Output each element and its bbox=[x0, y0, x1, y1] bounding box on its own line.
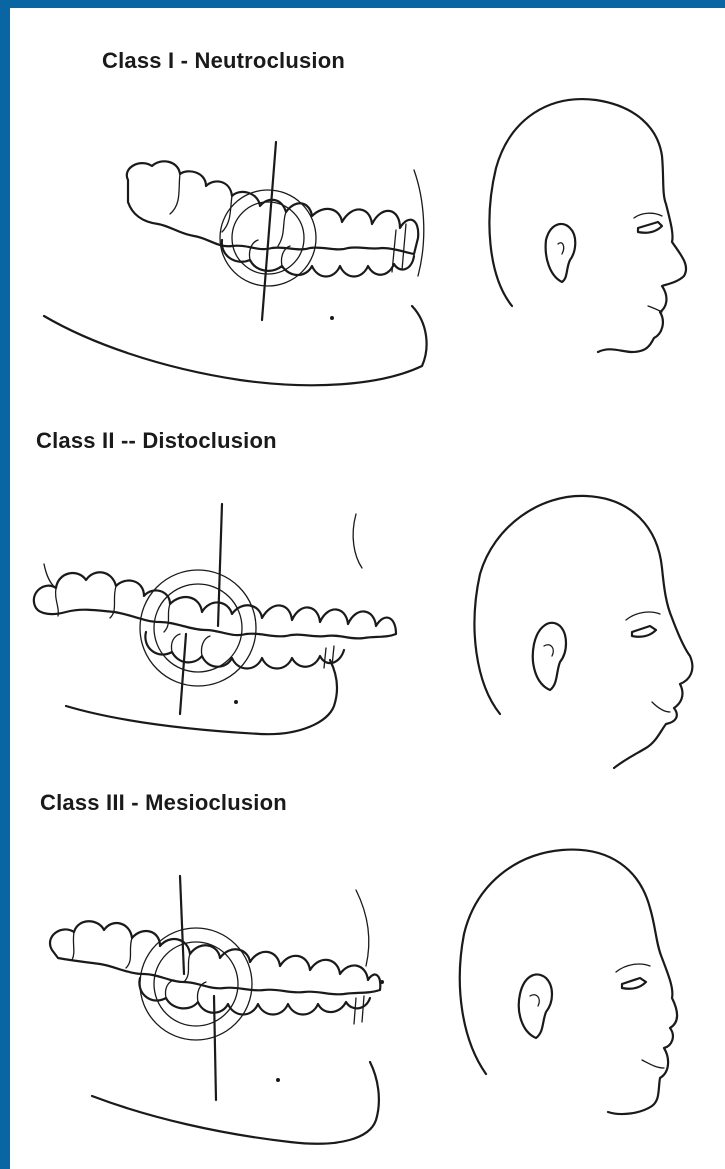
diagram-sheet: Class I - Neutroclusion Class II -- Dist… bbox=[10, 8, 725, 1169]
class-3-jaw-outline bbox=[92, 1062, 379, 1144]
frame-left-border bbox=[0, 0, 10, 1169]
class-3-ear bbox=[519, 975, 552, 1038]
class-1-head-outline bbox=[489, 99, 686, 352]
class-1-lower-teeth bbox=[222, 240, 414, 277]
class-1-profile-head bbox=[489, 99, 686, 352]
class-1-title: Class I - Neutroclusion bbox=[102, 48, 345, 74]
frame-top-border bbox=[0, 0, 725, 8]
class-2-ramus-line bbox=[353, 514, 362, 568]
class-2-jaw-illustration bbox=[34, 504, 396, 734]
class-3-eye bbox=[622, 978, 646, 989]
occlusion-illustrations bbox=[10, 8, 725, 1169]
class-1-ear bbox=[546, 224, 576, 282]
class-2-outer-circle bbox=[140, 570, 256, 686]
class-3-title: Class III - Mesioclusion bbox=[40, 790, 287, 816]
class-2-profile-head bbox=[474, 496, 692, 768]
class-2-title: Class II -- Distoclusion bbox=[36, 428, 277, 454]
class-1-jaw-illustration bbox=[44, 142, 427, 385]
class-3-jaw-illustration bbox=[50, 876, 384, 1144]
class-2-eye bbox=[632, 626, 656, 637]
class-2-upper-reference-line bbox=[218, 504, 222, 626]
class-2-lower-reference-line bbox=[180, 634, 186, 714]
class-1-eye bbox=[638, 222, 662, 233]
class-3-lower-teeth bbox=[139, 978, 370, 1015]
class-1-reference-line bbox=[262, 142, 276, 320]
class-3-ramus-line bbox=[356, 890, 369, 966]
class-3-upper-teeth bbox=[50, 921, 380, 994]
class-2-head-outline bbox=[474, 496, 692, 768]
class-3-profile-head bbox=[460, 850, 677, 1114]
class-2-upper-teeth bbox=[34, 572, 396, 638]
class-3-upper-reference-line bbox=[180, 876, 184, 974]
class-2-jaw-outline bbox=[66, 660, 337, 734]
class-1-jaw-outline bbox=[44, 306, 427, 385]
class-2-ear bbox=[533, 623, 566, 690]
